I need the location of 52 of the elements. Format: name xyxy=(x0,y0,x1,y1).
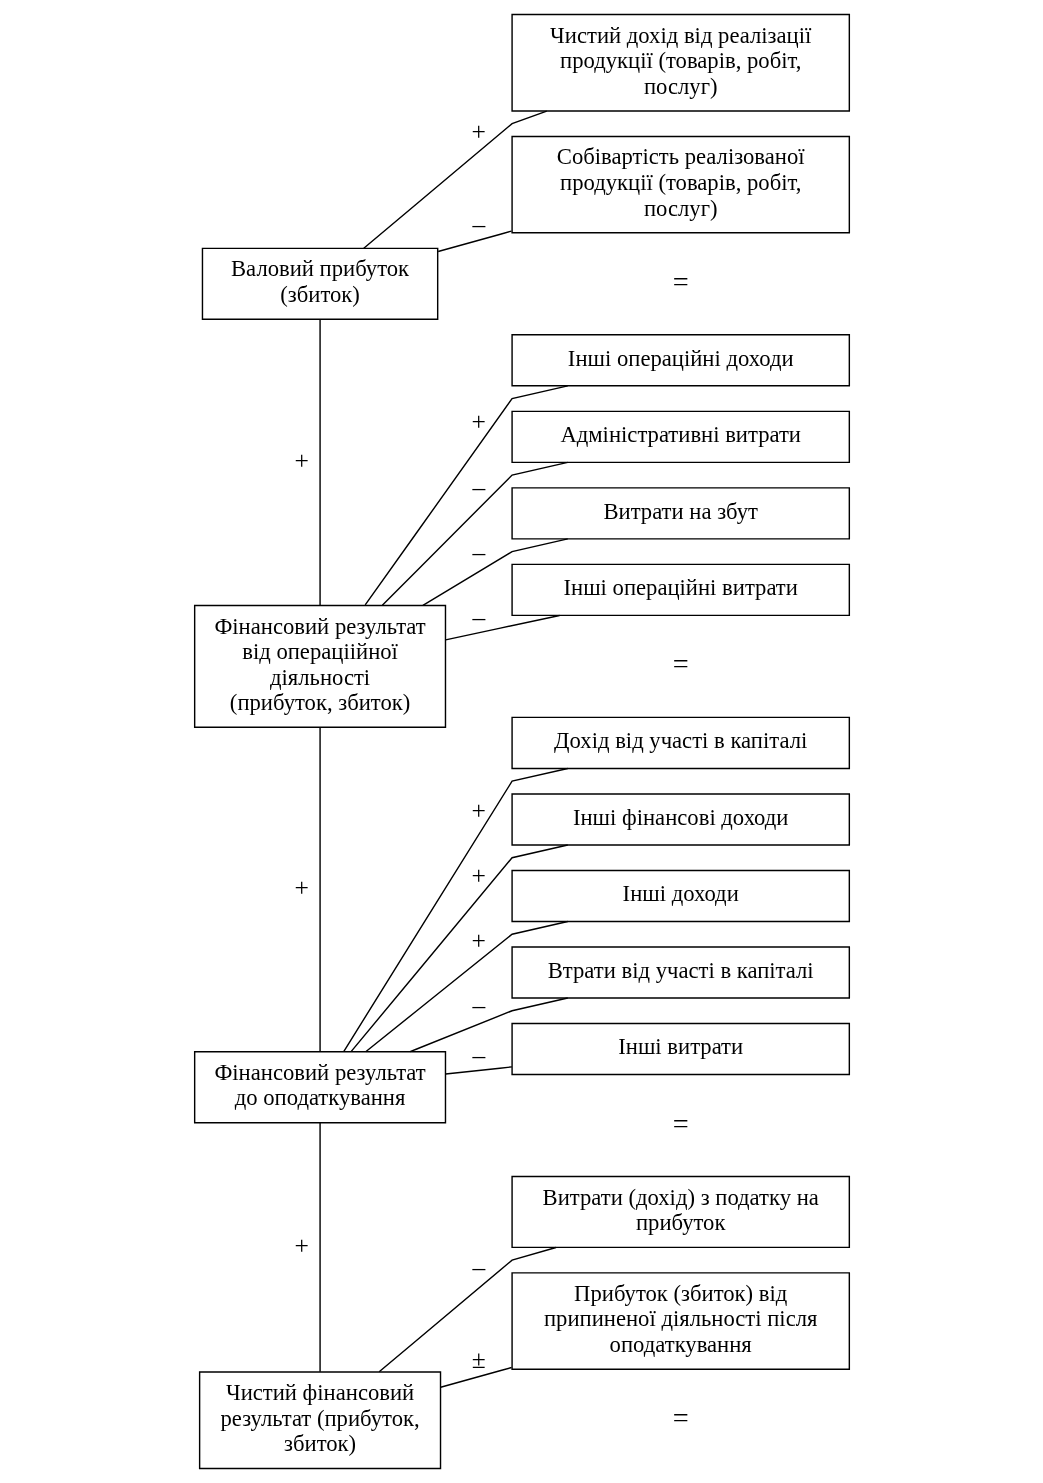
edge-label: – xyxy=(471,1040,485,1070)
edge-label: – xyxy=(471,210,485,240)
edge-label: + xyxy=(293,445,309,475)
connector xyxy=(439,1366,512,1388)
edge-label: ± xyxy=(471,1345,486,1375)
node-box: Чистий фінансовий результат (прибуток, збиток) xyxy=(198,1371,441,1470)
node-box: Дохід від участі в капіталі xyxy=(510,716,850,770)
edge-label: + xyxy=(293,1230,309,1260)
node-box: Собівартість реалізованої продукції (товарів, робіт, послуг) xyxy=(510,135,850,234)
node-box: Валовий прибуток (збиток) xyxy=(201,247,438,320)
connector xyxy=(318,1122,321,1373)
connector xyxy=(350,844,568,1053)
connector xyxy=(364,385,568,606)
node-box: Інші операційні доходи xyxy=(510,334,850,387)
node-box: Витрати на збут xyxy=(510,487,850,540)
node-box: Адміністративні витрати xyxy=(510,410,850,464)
connector xyxy=(408,997,568,1053)
label: = xyxy=(672,265,689,297)
edge-label: + xyxy=(471,860,486,890)
node-box: Фінансовий результат до оподаткування xyxy=(193,1051,446,1124)
node-box: Чистий дохід від реалізації продукції (товарів, робіт, послуг) xyxy=(510,13,850,112)
node-box: Інші витрати xyxy=(510,1022,850,1076)
edge-label: – xyxy=(471,1253,485,1283)
connector xyxy=(444,1066,513,1075)
edge-label: – xyxy=(471,602,485,632)
edge-label: – xyxy=(471,472,485,502)
connector xyxy=(364,920,568,1053)
edge-label: + xyxy=(471,407,486,437)
edge-label: + xyxy=(471,795,486,825)
node-box: Прибуток (збиток) від припиненої діяльності після оподаткування xyxy=(510,1272,850,1370)
label: = xyxy=(672,648,689,680)
node-box: Інші фінансові доходи xyxy=(510,793,850,846)
connector xyxy=(318,726,321,1053)
edge-label: – xyxy=(471,537,485,567)
node-box: Інші доходи xyxy=(510,869,850,923)
connector xyxy=(342,767,568,1053)
node-box: Фінансовий результат від операціійної діяльності (прибуток, збиток) xyxy=(193,604,446,729)
connector xyxy=(421,538,568,606)
connector xyxy=(436,230,512,253)
edge-label: + xyxy=(471,925,486,955)
node-box: Інші операційні витрати xyxy=(510,563,850,617)
edge-label: + xyxy=(471,116,486,146)
connector xyxy=(444,614,560,641)
connector xyxy=(378,1246,557,1373)
connector xyxy=(318,318,321,607)
edge-label: + xyxy=(293,872,309,902)
node-box: Витрати (дохід) з податку на прибуток xyxy=(510,1175,850,1249)
label: = xyxy=(672,1402,689,1434)
label: = xyxy=(672,1107,689,1139)
node-box: Втрати від участі в капіталі xyxy=(510,946,850,999)
connector xyxy=(381,461,568,607)
edge-label: – xyxy=(471,991,485,1021)
